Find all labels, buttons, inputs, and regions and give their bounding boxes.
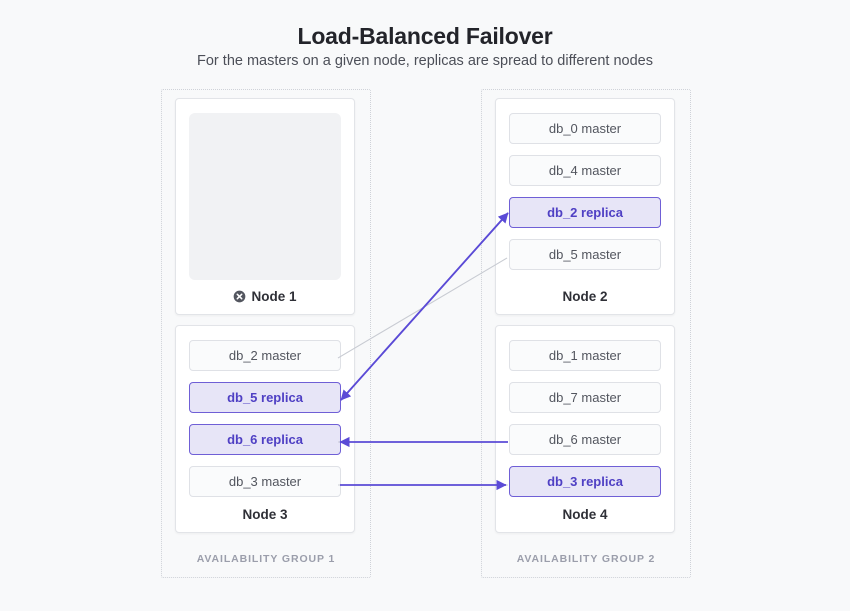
node-4-label-text: Node 4 <box>562 507 608 522</box>
node-4-label: Node 4 <box>496 507 674 522</box>
db-box-db_5-replica[interactable]: db_5 replica <box>189 382 341 413</box>
node-1-label: Node 1 <box>176 289 354 304</box>
page-subtitle: For the masters on a given node, replica… <box>197 53 653 69</box>
x-circle-icon <box>233 290 246 303</box>
node-card-node-2[interactable]: db_0 master db_4 master db_2 replica db_… <box>495 98 675 315</box>
db-box-db_3-master[interactable]: db_3 master <box>189 466 341 497</box>
availability-group-2-label: AVAILABILITY GROUP 2 <box>516 553 656 565</box>
db-box-db_3-replica[interactable]: db_3 replica <box>509 466 661 497</box>
node-3-label: Node 3 <box>176 507 354 522</box>
db-box-db_0-master[interactable]: db_0 master <box>509 113 661 144</box>
db-box-db_5-master[interactable]: db_5 master <box>509 239 661 270</box>
node-card-node-3[interactable]: db_2 master db_5 replica db_6 replica db… <box>175 325 355 533</box>
db-box-db_4-master[interactable]: db_4 master <box>509 155 661 186</box>
db-box-db_1-master[interactable]: db_1 master <box>509 340 661 371</box>
db-box-db_2-replica[interactable]: db_2 replica <box>509 197 661 228</box>
db-box-db_2-master[interactable]: db_2 master <box>189 340 341 371</box>
page-title: Load-Balanced Failover <box>297 23 553 49</box>
node-card-node-1[interactable]: Node 1 <box>175 98 355 315</box>
node-2-label-text: Node 2 <box>562 289 608 304</box>
db-box-db_6-replica[interactable]: db_6 replica <box>189 424 341 455</box>
node-1-label-text: Node 1 <box>251 289 297 304</box>
empty-node-placeholder <box>189 113 341 280</box>
node-3-label-text: Node 3 <box>242 507 288 522</box>
node-card-node-4[interactable]: db_1 master db_7 master db_6 master db_3… <box>495 325 675 533</box>
db-box-db_6-master[interactable]: db_6 master <box>509 424 661 455</box>
db-box-db_7-master[interactable]: db_7 master <box>509 382 661 413</box>
availability-group-1-label: AVAILABILITY GROUP 1 <box>196 553 336 565</box>
node-2-label: Node 2 <box>496 289 674 304</box>
